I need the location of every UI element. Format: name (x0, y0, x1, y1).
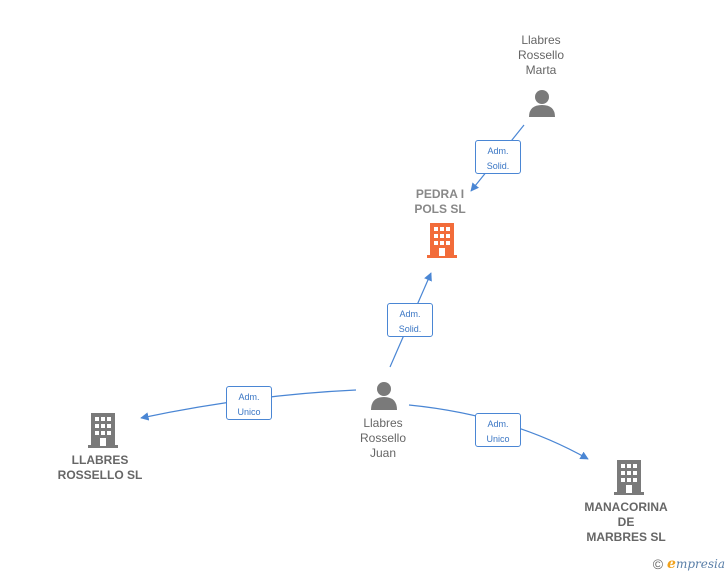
building-icon[interactable] (427, 223, 457, 258)
node-label-llabres-rossello-sl[interactable]: LLABRES ROSSELLO SL (57, 453, 143, 482)
edge-label-role: Adm. (238, 392, 260, 402)
node-label-juan[interactable]: Llabres Rossello Juan (359, 416, 407, 460)
node-label-marta[interactable]: Llabres Rossello Marta (517, 33, 565, 77)
edge-label-marta-pedra: Adm. Solid. (475, 140, 521, 174)
brand-logo-text: mpresia (675, 557, 725, 571)
edge-label-juan-llabres: Adm. Unico (226, 386, 272, 420)
building-icon[interactable] (88, 413, 118, 448)
building-icon[interactable] (614, 460, 644, 495)
brand-logo: empresia (667, 556, 725, 572)
edge-label-type: Solid. (486, 161, 510, 171)
node-label-pedra-i-pols[interactable]: PEDRA I POLS SL (414, 187, 466, 216)
edge-label-juan-manacorina: Adm. Unico (475, 413, 521, 447)
edge-label-type: Unico (237, 407, 261, 417)
person-icon[interactable] (529, 90, 555, 117)
node-label-manacorina[interactable]: MANACORINA DE MARBRES SL (584, 500, 668, 544)
edge-label-type: Solid. (398, 324, 422, 334)
edge-label-type: Unico (486, 434, 510, 444)
footer-watermark: © empresia (653, 556, 725, 572)
edge-label-juan-pedra: Adm. Solid. (387, 303, 433, 337)
edge-label-role: Adm. (399, 309, 421, 319)
person-icon[interactable] (371, 382, 397, 410)
edge-label-role: Adm. (487, 419, 509, 429)
brand-logo-initial: e (667, 556, 676, 572)
edge-label-role: Adm. (487, 146, 509, 156)
copyright-symbol: © (652, 556, 664, 572)
